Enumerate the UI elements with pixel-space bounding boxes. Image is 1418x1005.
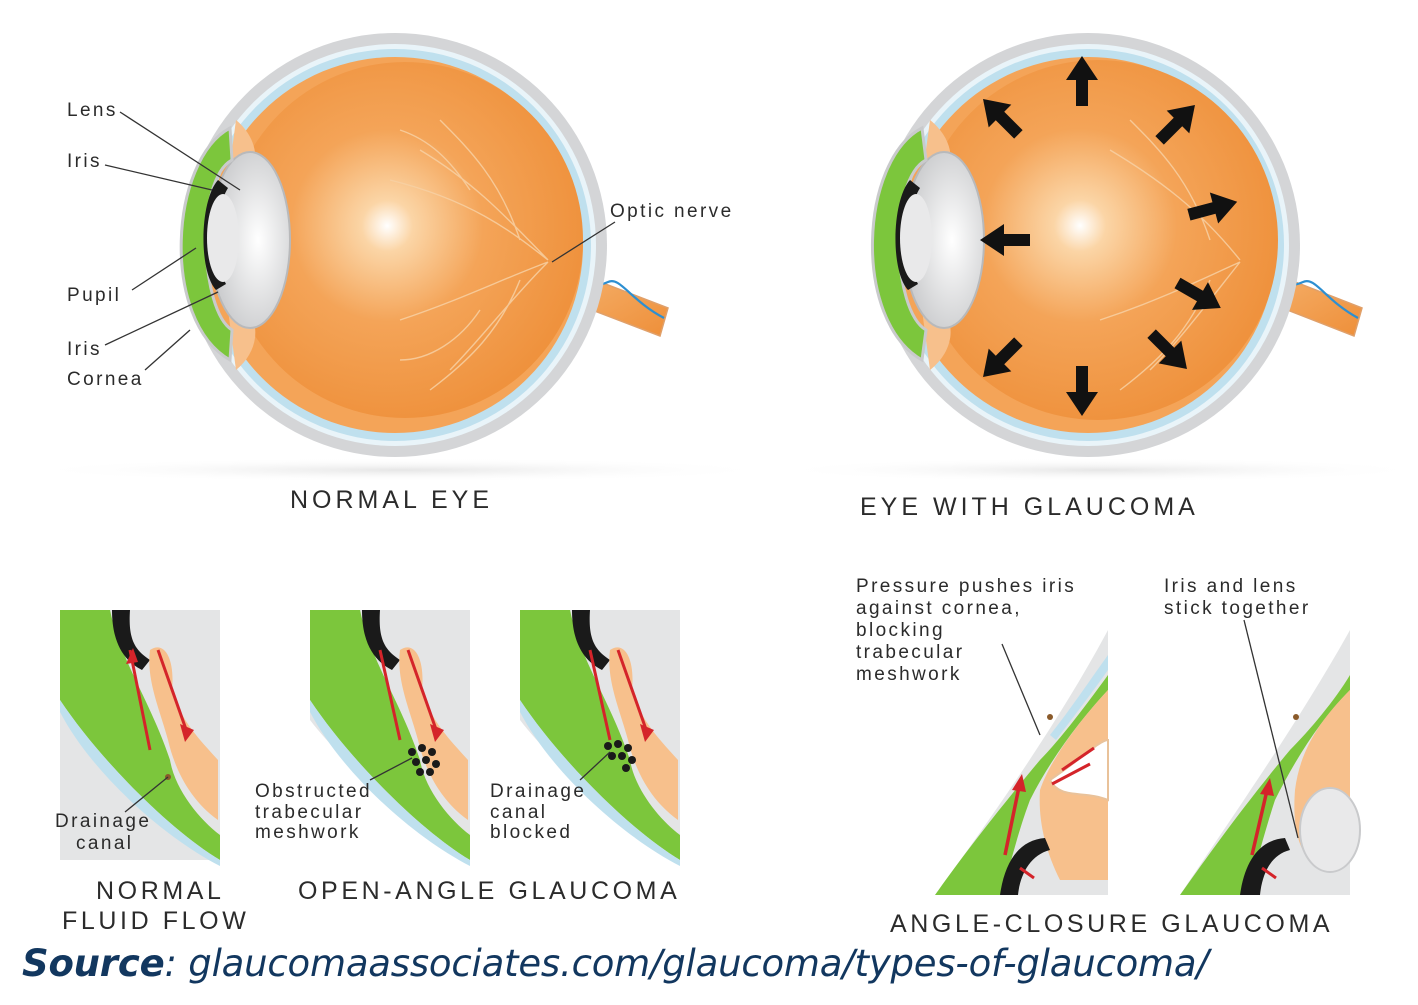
source-prefix: Source [22,942,164,985]
title-normal-eye: NORMAL EYE [290,486,493,514]
label-obstructed-line1: Obstructed [255,781,372,802]
title-open-angle-glaucoma: OPEN-ANGLE GLAUCOMA [298,877,680,905]
panel-normal-fluid-flow: Drainage canal NORMAL FLUID FLOW [55,610,249,935]
glaucoma-eye-illustration: EYE WITH GLAUCOMA [770,33,1418,521]
label-iris-top: Iris [67,151,102,172]
label-pressure-line2: against cornea, [856,598,1022,619]
label-lens: Lens [67,100,118,121]
source-url-text: : glaucomaassociates.com/glaucoma/types-… [164,942,1208,985]
label-cornea: Cornea [67,369,144,390]
title-glaucoma-eye: EYE WITH GLAUCOMA [860,493,1199,521]
label-pupil: Pupil [67,285,121,306]
label-stick-line1: Iris and lens [1164,576,1298,597]
normal-eye-illustration [20,33,780,482]
label-blocked-line2: canal [490,802,547,823]
label-drainage-canal-line1: Drainage [55,811,151,832]
title-normal-fluid-flow-line1: NORMAL [96,877,225,905]
source-citation: Source: glaucomaassociates.com/glaucoma/… [22,942,1418,985]
label-iris-bottom: Iris [67,339,102,360]
label-obstructed-line2: trabecular [255,802,364,823]
label-pressure-line1: Pressure pushes iris [856,576,1076,597]
panel-angle-closure-pressure: Pressure pushes iris against cornea, blo… [856,576,1108,895]
label-drainage-canal-line2: canal [76,833,133,854]
label-stick-line2: stick together [1164,598,1311,619]
panel-open-angle-obstructed: Obstructed trabecular meshwork [255,610,470,866]
label-pressure-line4: trabecular [856,642,965,663]
leader-cornea [145,330,190,370]
label-blocked-line3: blocked [490,822,572,843]
label-pressure-line5: meshwork [856,664,962,685]
label-obstructed-line3: meshwork [255,822,361,843]
label-pressure-line3: blocking [856,620,945,641]
label-optic-nerve: Optic nerve [610,201,734,222]
label-blocked-line1: Drainage [490,781,586,802]
title-normal-fluid-flow-line2: FLUID FLOW [62,907,249,935]
title-angle-closure-glaucoma: ANGLE-CLOSURE GLAUCOMA [890,910,1333,938]
